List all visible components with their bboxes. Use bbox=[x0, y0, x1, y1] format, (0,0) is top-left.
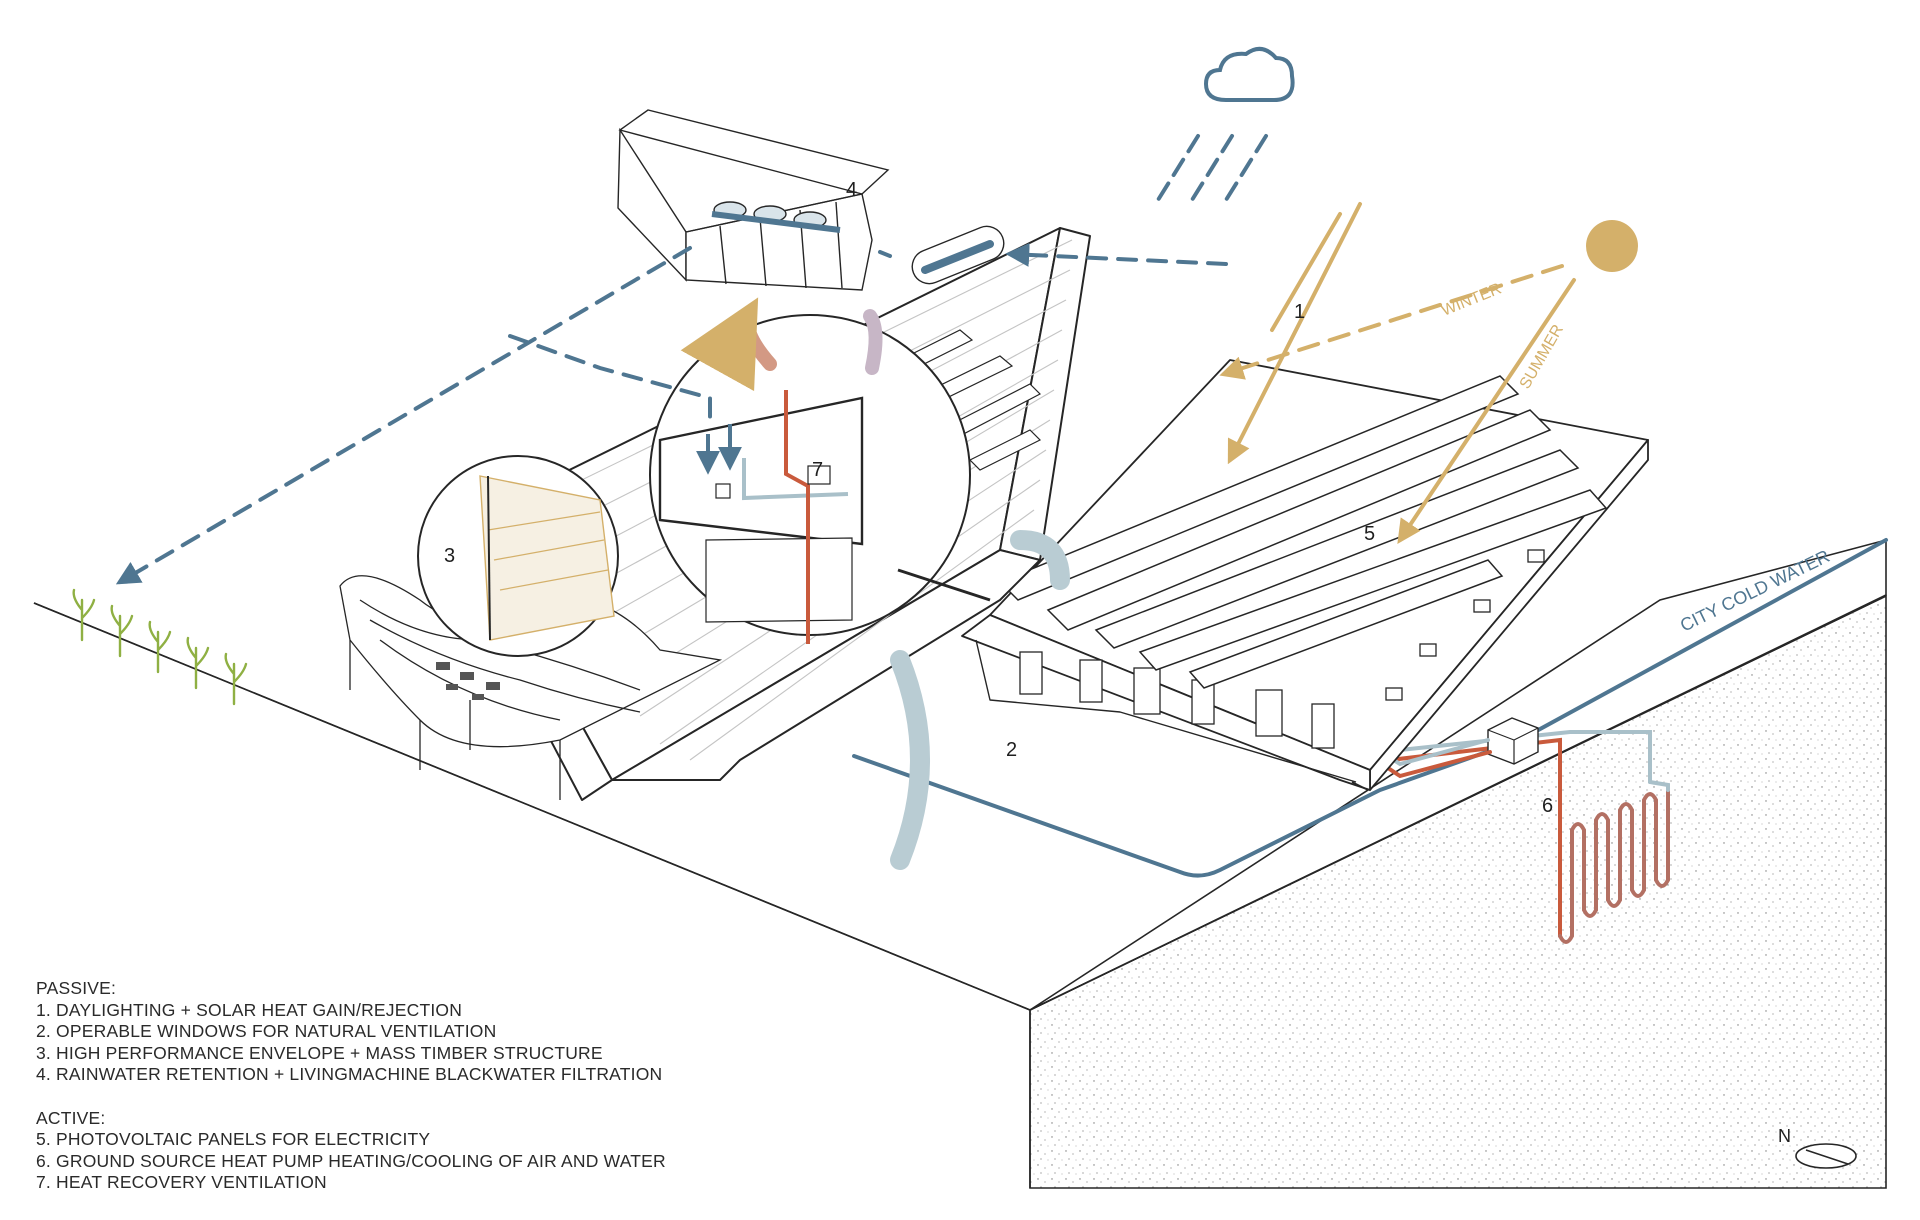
legend: PASSIVE: 1. DAYLIGHTING + SOLAR HEAT GAI… bbox=[36, 978, 666, 1194]
sun-icon bbox=[1586, 220, 1638, 272]
detail-circle-envelope bbox=[417, 455, 619, 657]
callout-2: 2 bbox=[1006, 739, 1017, 761]
legend-item: 4. RAINWATER RETENTION + LIVINGMACHINE B… bbox=[36, 1064, 663, 1084]
legend-item: 7. HEAT RECOVERY VENTILATION bbox=[36, 1172, 327, 1192]
callout-1: 1 bbox=[1294, 301, 1305, 323]
callout-4: 4 bbox=[846, 179, 857, 201]
legend-active-heading: ACTIVE: bbox=[36, 1107, 106, 1128]
living-machine-greenhouse bbox=[617, 109, 890, 291]
callout-labels: 1 2 3 4 5 6 7 bbox=[444, 179, 1553, 817]
legend-item: 1. DAYLIGHTING + SOLAR HEAT GAIN/REJECTI… bbox=[36, 999, 463, 1020]
city-water-line bbox=[852, 538, 1888, 878]
legend-item: 3. HIGH PERFORMANCE ENVELOPE + MASS TIMB… bbox=[36, 1042, 603, 1063]
detail-circle-hrv bbox=[649, 314, 991, 644]
city-water-label: CITY COLD WATER bbox=[1677, 546, 1833, 636]
exhaust-air-arrows bbox=[680, 297, 883, 392]
outdoor-seating bbox=[436, 662, 500, 700]
north-label: N bbox=[1778, 1126, 1791, 1146]
rain-cistern bbox=[911, 225, 1005, 285]
vegetation bbox=[72, 588, 248, 706]
sun-rays bbox=[1219, 202, 1576, 544]
callout-6: 6 bbox=[1542, 795, 1553, 817]
legend-passive-heading: PASSIVE: bbox=[36, 978, 117, 998]
rainwater-flow bbox=[115, 242, 1228, 585]
heat-pump-unit bbox=[1487, 717, 1539, 765]
fresh-air-arrows bbox=[890, 530, 1070, 870]
pv-panels bbox=[998, 375, 1608, 689]
callout-3: 3 bbox=[444, 545, 455, 567]
winter-label: WINTER bbox=[1439, 280, 1504, 319]
legend-item: 5. PHOTOVOLTAIC PANELS FOR ELECTRICITY bbox=[36, 1129, 431, 1149]
north-arrow-icon: N bbox=[1778, 1126, 1857, 1169]
east-wing-vents bbox=[1385, 549, 1545, 701]
rain-cloud-icon bbox=[1156, 46, 1295, 202]
callout-5: 5 bbox=[1364, 523, 1375, 545]
legend-item: 2. OPERABLE WINDOWS FOR NATURAL VENTILAT… bbox=[36, 1021, 497, 1041]
callout-7: 7 bbox=[812, 459, 823, 481]
east-wing-windows bbox=[1019, 651, 1335, 749]
legend-item: 6. GROUND SOURCE HEAT PUMP HEATING/COOLI… bbox=[36, 1150, 666, 1171]
